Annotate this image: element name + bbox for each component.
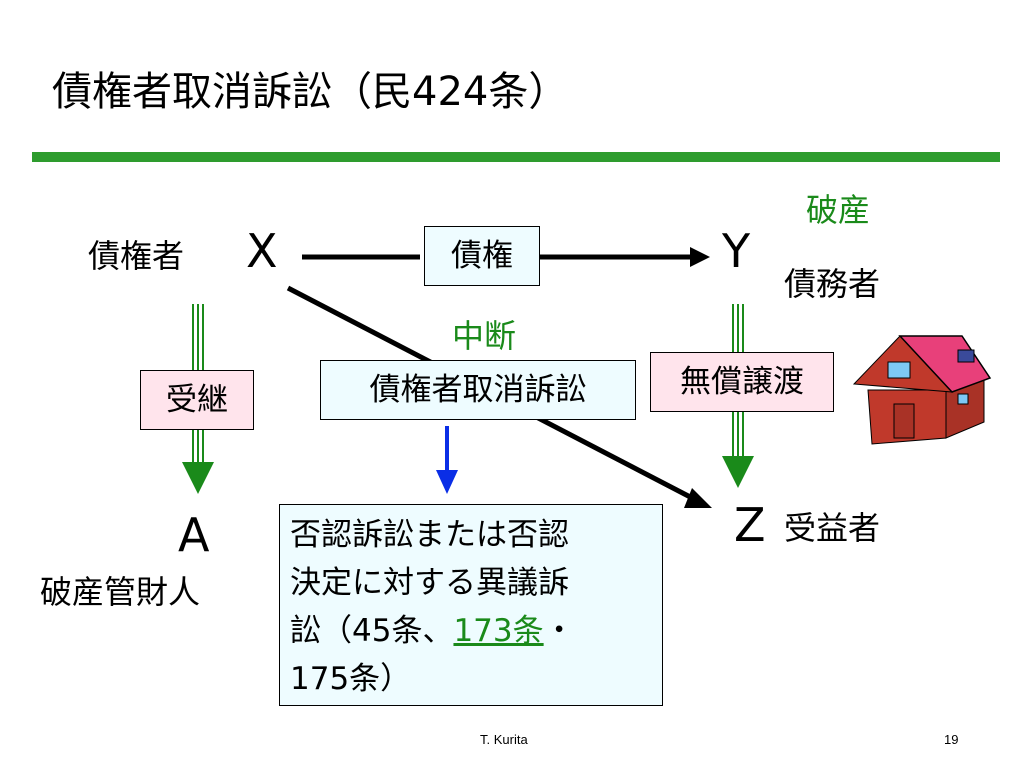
note-line-3-pre: 訟（45条、 xyxy=(290,613,454,649)
lawsuit-to-note-blue-arrow xyxy=(436,426,458,494)
a-letter: A xyxy=(178,508,210,562)
note-line-3-post: ・ xyxy=(543,613,575,649)
y-status-label: 破産 xyxy=(806,191,871,229)
slide-title: 債権者取消訴訟（民424条） xyxy=(52,69,569,115)
article-173-link[interactable]: 173条 xyxy=(453,613,544,649)
house-icon xyxy=(852,335,992,445)
z-role-label: 受益者 xyxy=(784,509,881,547)
transfer-box: 無償譲渡 xyxy=(650,352,834,412)
x-letter: X xyxy=(246,224,278,278)
x-to-y-arrow xyxy=(302,247,710,267)
y-letter: Y xyxy=(722,224,751,278)
footer-author: T. Kurita xyxy=(480,732,528,747)
a-role-label: 破産管財人 xyxy=(40,573,201,611)
note-line-4: 175条） xyxy=(290,661,412,697)
note-line-3: 訟（45条、173条・ xyxy=(290,607,652,655)
interruption-label: 中断 xyxy=(452,317,517,355)
x-role-label: 債権者 xyxy=(88,237,185,275)
lawsuit-box: 債権者取消訴訟 xyxy=(320,360,636,420)
note-line-1: 否認訴訟または否認 xyxy=(290,517,569,553)
z-letter: Z xyxy=(734,498,766,552)
note-box: 否認訴訟または否認 決定に対する異議訴 訟（45条、173条・ 175条） xyxy=(279,504,663,706)
footer-page-number: 19 xyxy=(944,732,959,747)
y-role-label: 債務者 xyxy=(784,265,881,303)
note-line-2: 決定に対する異議訴 xyxy=(290,565,569,601)
succession-box: 受継 xyxy=(140,370,254,430)
claim-box: 債権 xyxy=(424,226,540,286)
title-rule xyxy=(32,152,1000,162)
